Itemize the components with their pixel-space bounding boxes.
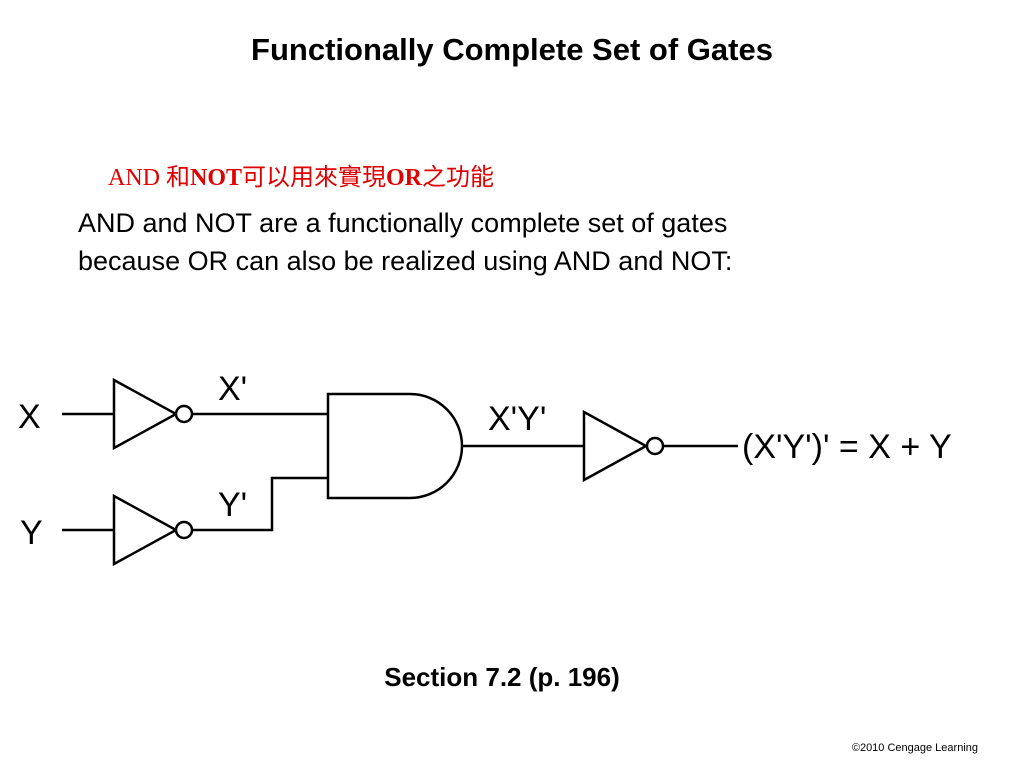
- label-input-x: X: [18, 398, 41, 436]
- body-line-2: because OR can also be realized using AN…: [78, 246, 733, 276]
- not-gate-x: [112, 377, 179, 451]
- chinese-caption: AND 和NOT可以用來實現OR之功能: [108, 157, 494, 192]
- caption-or: OR: [386, 165, 423, 191]
- caption-not: NOT: [190, 165, 243, 191]
- wire-y-not: [192, 476, 328, 532]
- not-gate-y: [112, 493, 179, 567]
- caption-he: 和: [166, 165, 190, 191]
- caption-and: AND: [108, 165, 166, 191]
- label-result: (X'Y')' = X + Y: [742, 428, 952, 466]
- caption-mid: 可以用來實現: [242, 165, 387, 191]
- label-y-not: Y': [218, 486, 247, 524]
- caption-end: 之功能: [422, 165, 495, 191]
- label-input-y: Y: [20, 514, 43, 552]
- label-x-not: X': [218, 370, 247, 408]
- label-and-out: X'Y': [488, 400, 546, 438]
- not-bubble-out: [645, 436, 665, 456]
- not-gate-out: [582, 409, 649, 483]
- body-line-1: AND and NOT are a functionally complete …: [78, 208, 728, 238]
- section-reference: Section 7.2 (p. 196): [384, 662, 620, 692]
- and-gate: [326, 392, 464, 500]
- logic-circuit-diagram: X Y X' Y' X'Y' (X'Y')' = X + Y: [18, 370, 952, 567]
- body-text: AND and NOT are a functionally complete …: [78, 204, 732, 280]
- slide-title: Functionally Complete Set of Gates: [251, 32, 773, 67]
- not-bubble-y: [174, 520, 194, 540]
- copyright-notice: ©2010 Cengage Learning: [851, 742, 978, 754]
- not-bubble-x: [174, 404, 194, 424]
